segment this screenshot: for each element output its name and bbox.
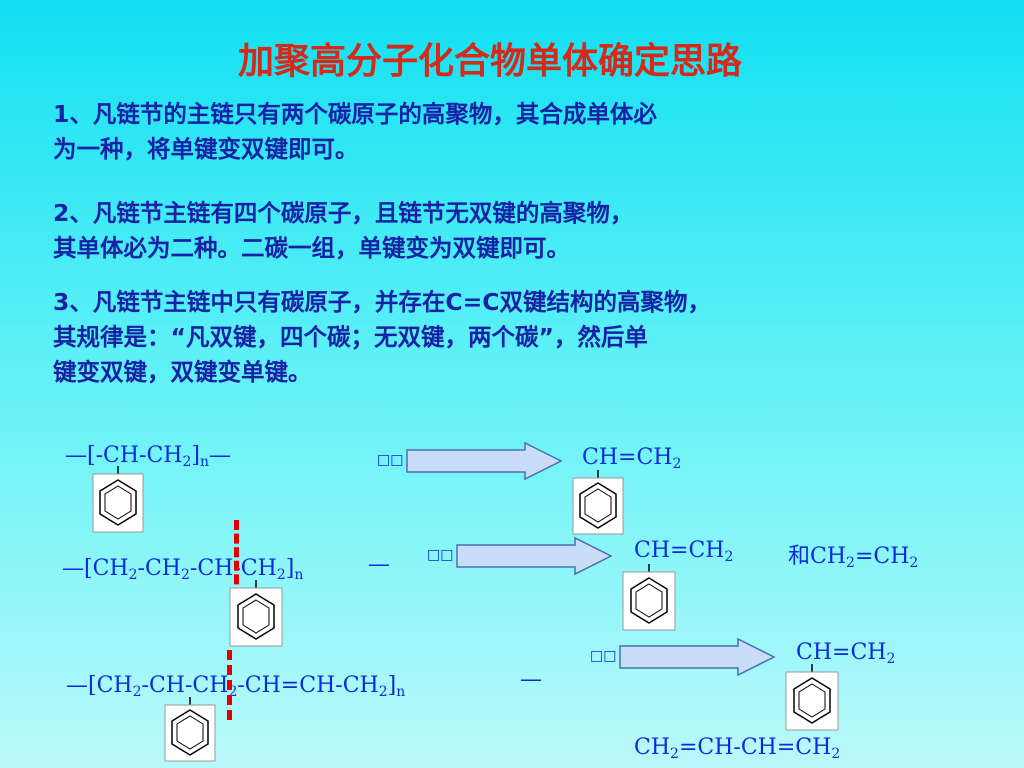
monomer-2b-sub-1: 2 (846, 555, 855, 571)
monomer-3b-formula: CH2=CH-CH=CH2 (634, 735, 840, 762)
polymer-3-tail: — (520, 667, 542, 692)
and-label: 和 (788, 544, 811, 569)
arrow-2-icon (456, 536, 613, 576)
rule-1: 1、凡链节的主链只有两个碳原子的高聚物，其合成单体必 为一种，将单键变双键即可。 (53, 97, 973, 167)
polymer-2-sub-3: 2 (276, 567, 286, 583)
monomer-2a-main: CH=CH (634, 538, 725, 563)
monomer-2b-b: =CH (854, 544, 910, 569)
rule-2: 2、凡链节主链有四个碳原子，且链节无双键的高聚物， 其单体必为二种。二碳一组，单… (53, 196, 973, 266)
benzene-ring-1-icon (92, 466, 144, 533)
monomer-3b-a: CH (634, 735, 671, 760)
page-title: 加聚高分子化合物单体确定思路 (237, 41, 742, 82)
polymer-3-n: n (396, 684, 406, 700)
polymer-3-formula: —[CH2-CH-CH2-CH=CH-CH2]n (66, 673, 405, 700)
polymer-1-n: n (200, 454, 210, 470)
polymer-3-close: ] (387, 673, 397, 698)
benzene-ring-2-icon (572, 470, 624, 535)
polymer-3-sub-2: 2 (228, 684, 238, 700)
rule-2-line-1: 2、凡链节主链有四个碳原子，且链节无双键的高聚物， (53, 199, 634, 227)
rule-3-line-3: 键变双键，双键变单键。 (53, 358, 312, 386)
rule-3: 3、凡链节主链中只有碳原子，并存在C=C双键结构的高聚物， 其规律是：“凡双键，… (53, 285, 973, 390)
polymer-1-close: ] (191, 443, 201, 468)
monomer-1-main: CH=CH (582, 445, 673, 470)
rule-2-line-2: 其单体必为二种。二碳一组，单键变为双键即可。 (53, 234, 570, 262)
arrow-1-icon (406, 441, 563, 481)
monomer-3a-formula: CH=CH2 (796, 640, 895, 667)
polymer-1-formula: —[-CH-CH2]n— (65, 443, 231, 470)
monomer-3b-b: =CH-CH=CH (678, 735, 832, 760)
benzene-ring-4-icon (622, 564, 676, 631)
polymer-2-formula: —[CH2-CH2-CH-CH2]n (62, 556, 303, 583)
polymer-3-sub-1: 2 (132, 684, 142, 700)
rule-1-line-2: 为一种，将单键变双键即可。 (53, 135, 359, 163)
arrow-3-icon (619, 637, 776, 677)
split-line-1 (234, 520, 239, 598)
benzene-ring-6-icon (785, 664, 839, 731)
rule-3-line-2: 其规律是：“凡双键，四个碳；无双键，两个碳”，然后单 (53, 323, 648, 351)
benzene-ring-3-icon (229, 580, 283, 647)
polymer-3-sub-3: 2 (378, 684, 388, 700)
rule-3-line-1: 3、凡链节主链中只有碳原子，并存在C=C双键结构的高聚物， (53, 288, 712, 316)
polymer-3-part-2: -CH-CH (141, 673, 229, 698)
monomer-2a-formula: CH=CH2 (634, 538, 733, 565)
monomer-2b-formula: 和CH2=CH2 (788, 538, 918, 571)
arrow-3-label: □□ (590, 648, 617, 664)
polymer-1-sub: 2 (182, 454, 192, 470)
benzene-ring-5-icon (164, 697, 216, 762)
split-line-2 (227, 650, 232, 720)
polymer-2-sub-2: 2 (180, 567, 190, 583)
polymer-2-close: ] (285, 556, 295, 581)
monomer-2a-sub: 2 (724, 549, 734, 565)
monomer-3b-sub-2: 2 (831, 746, 841, 762)
polymer-2-part-2: -CH (137, 556, 181, 581)
monomer-2b-a: CH (810, 544, 847, 569)
monomer-1-sub: 2 (672, 456, 682, 472)
polymer-3-open: —[CH (66, 673, 133, 698)
polymer-2-part-3: -CH-CH (189, 556, 277, 581)
monomer-3a-sub: 2 (886, 651, 896, 667)
polymer-2-tail: — (368, 552, 390, 577)
polymer-3-part-3: -CH=CH-CH (237, 673, 379, 698)
polymer-1-open: —[-CH-CH (65, 443, 183, 468)
arrow-1-label: □□ (377, 452, 404, 468)
monomer-3a-main: CH=CH (796, 640, 887, 665)
monomer-2b-sub-2: 2 (909, 555, 919, 571)
rule-1-line-1: 1、凡链节的主链只有两个碳原子的高聚物，其合成单体必 (53, 100, 657, 128)
monomer-3b-sub-1: 2 (670, 746, 679, 762)
polymer-2-sub-1: 2 (128, 567, 138, 583)
polymer-1-tail: — (209, 443, 232, 468)
polymer-2-n: n (294, 567, 304, 583)
monomer-1-formula: CH=CH2 (582, 445, 681, 472)
arrow-2-label: □□ (427, 547, 454, 563)
polymer-2-open: —[CH (62, 556, 129, 581)
